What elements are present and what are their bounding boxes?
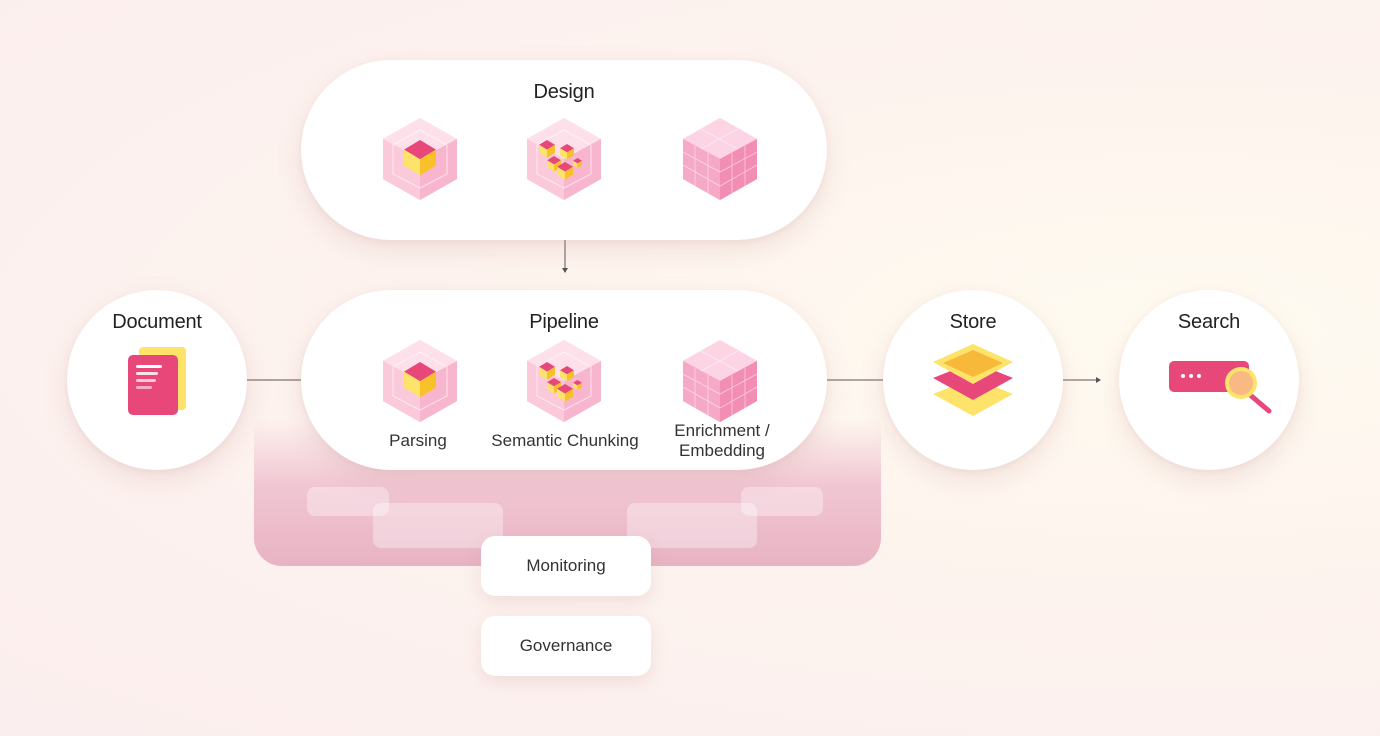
search-bar-icon: [1169, 361, 1272, 414]
design-stage: Design: [301, 60, 827, 240]
embedding-voxel-icon: [682, 340, 758, 422]
parsing-label: Parsing: [389, 431, 447, 450]
document-icon: [128, 347, 186, 415]
governance-box: Governance: [481, 616, 651, 676]
pipeline-stage: Pipeline Parsing Semantic Chunking Enric…: [301, 290, 827, 470]
chunked-cubes-icon: [527, 118, 601, 200]
embedding-label: Embedding: [678, 441, 765, 460]
voxel-cube-icon: [682, 118, 758, 200]
design-title: Design: [533, 81, 595, 103]
semantic-chunking-label: Semantic Chunking: [491, 431, 639, 450]
search-stage: Search: [1119, 290, 1299, 470]
monitoring-box: Monitoring: [481, 536, 651, 596]
store-title: Store: [949, 311, 997, 333]
search-title: Search: [1177, 311, 1241, 333]
chunking-cubes-icon: [527, 340, 601, 422]
parsing-cube-icon: [383, 340, 457, 422]
layers-icon: [933, 344, 1013, 416]
store-stage: Store: [883, 290, 1063, 470]
pipeline-title: Pipeline: [529, 311, 599, 333]
enrichment-label: Enrichment /: [674, 421, 770, 440]
monitoring-label: Monitoring: [526, 556, 606, 575]
single-cube-icon: [383, 118, 457, 200]
document-stage: Document: [67, 290, 247, 470]
document-title: Document: [112, 311, 202, 333]
governance-label: Governance: [519, 636, 613, 655]
